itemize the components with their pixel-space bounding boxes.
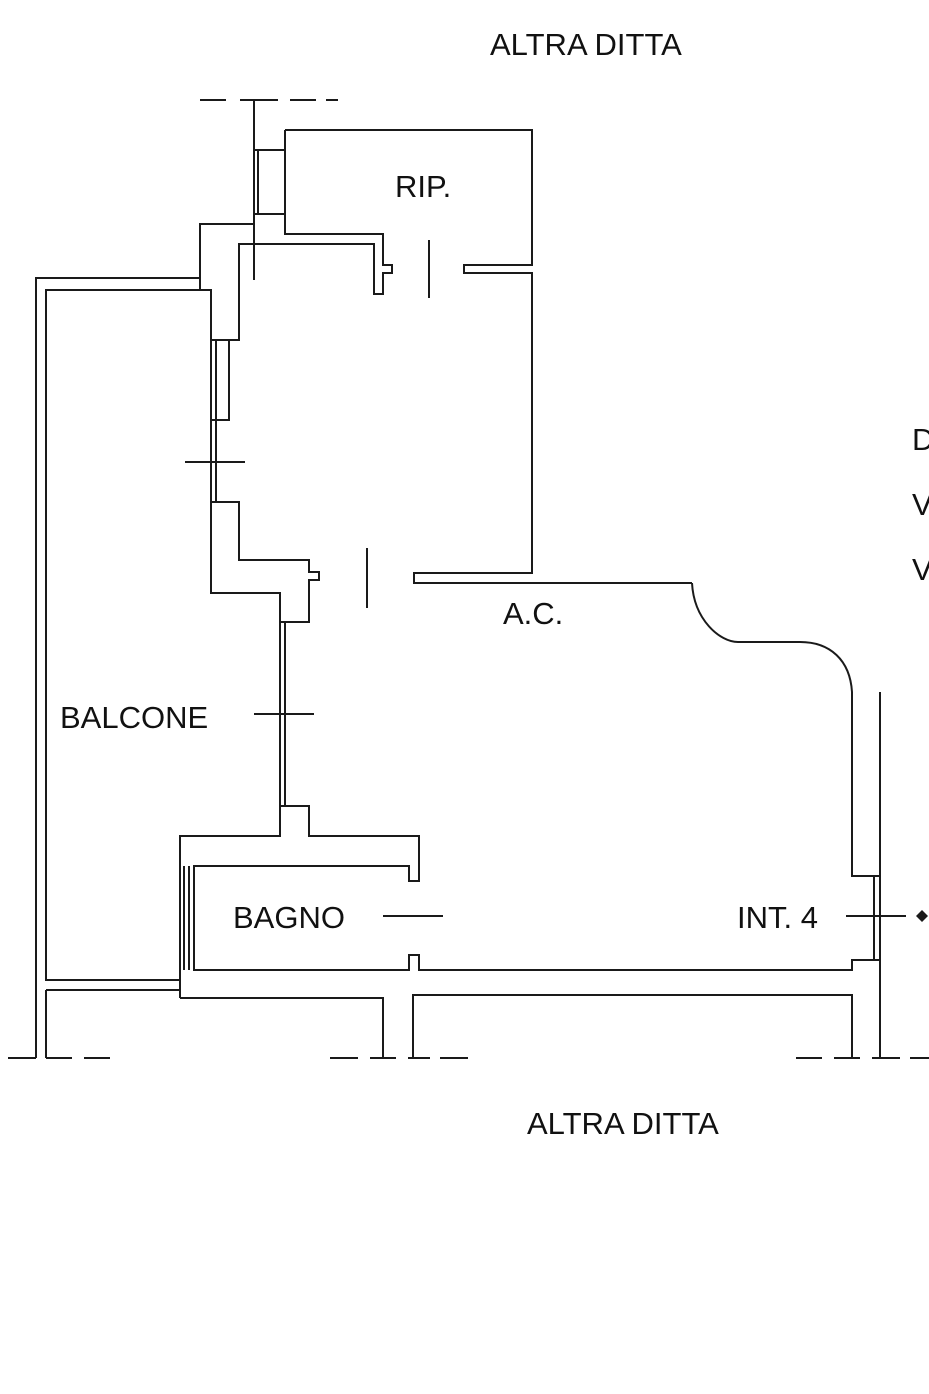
label-unit: INT. 4 [737,900,818,935]
label-storage: RIP. [395,169,451,204]
boundary-dashed-lines [8,99,929,1059]
label-right-cut-3: V [912,552,929,587]
label-common-area: A.C. [503,596,563,631]
arrow-marker-icon [916,910,928,922]
label-right-cut-2: V [912,487,929,522]
label-right-cut-1: D [912,422,929,457]
storage-room-walls [199,129,692,584]
label-balcony: BALCONE [60,700,208,735]
label-bathroom: BAGNO [233,900,345,935]
label-bottom-neighbor: ALTRA DITTA [527,1106,719,1141]
left-wall-windows [179,339,880,998]
bottom-walls [180,994,853,1058]
label-top-neighbor: ALTRA DITTA [490,27,682,62]
balcony-walls [35,277,212,1058]
right-wall-curve [691,582,928,1058]
bathroom-walls [183,866,443,970]
